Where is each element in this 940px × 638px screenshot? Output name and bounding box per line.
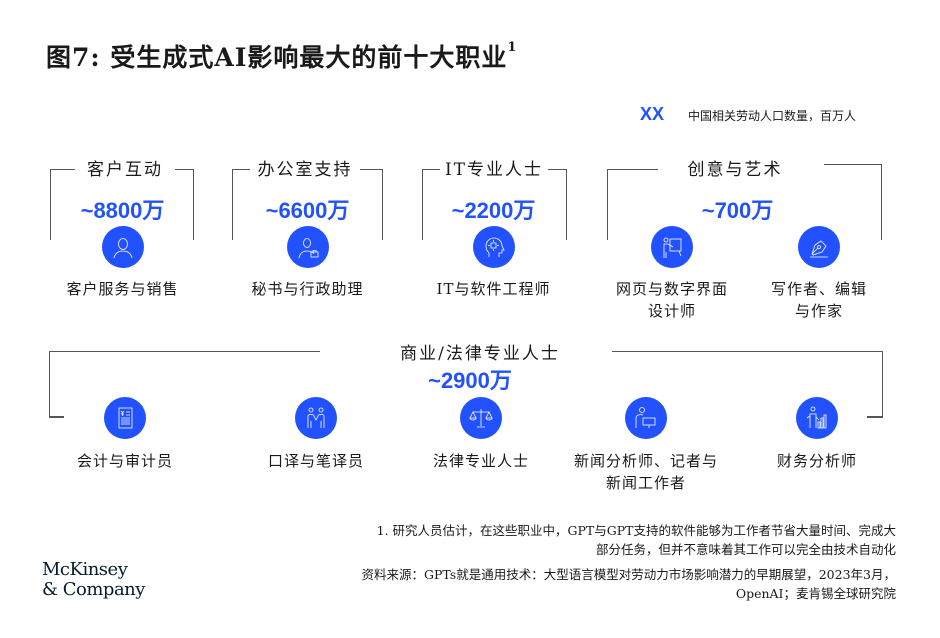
- group-value: ~6600万: [265, 198, 350, 223]
- job-label: 写作者、编辑与作家: [770, 280, 867, 320]
- job-label: 会计与审计员: [76, 452, 173, 470]
- two-people-icon: [295, 397, 337, 439]
- yen-document-icon: [104, 397, 146, 439]
- page-title: 图7: 受生成式AI影响最大的前十大职业1: [46, 39, 518, 72]
- person-bar-chart-icon: [796, 397, 838, 439]
- legend-symbol: XX: [640, 104, 665, 124]
- job-label: 口译与笔译员: [267, 452, 364, 470]
- presenter-board-icon: [651, 226, 693, 268]
- head-chip-icon: [473, 226, 515, 268]
- bracket-line: [612, 351, 883, 418]
- group-value: ~8800万: [80, 198, 165, 223]
- group-title: 商业/法律专业人士: [375, 339, 585, 364]
- job-label: 法律专业人士: [432, 452, 529, 470]
- secretary-briefcase-icon: [287, 226, 329, 268]
- job-label: 秘书与行政助理: [251, 280, 364, 298]
- group-title: IT专业人士: [440, 155, 548, 180]
- group-value: ~2900万: [428, 368, 512, 393]
- legend-text: 中国相关劳动人口数量，百万人: [688, 109, 857, 123]
- source-note: 资料来源：GPTs就是通用技术：大型语言模型对劳动力市场影响潜力的早期展望，20…: [361, 567, 896, 601]
- customer-service-person-icon: [102, 226, 144, 268]
- bracket-line: [867, 416, 882, 418]
- person-monitor-icon: [625, 397, 667, 439]
- group-title: 客户互动: [75, 155, 175, 180]
- job-label: IT与软件工程师: [436, 280, 551, 298]
- group-value: ~2200万: [451, 198, 536, 223]
- job-label: 网页与数字界面设计师: [615, 280, 728, 320]
- group-title: 办公室支持: [250, 155, 360, 180]
- bracket-line: [607, 169, 658, 240]
- bracket-line: [49, 351, 320, 418]
- mckinsey-logo: McKinsey & Company: [42, 559, 145, 600]
- job-label: 客户服务与销售: [66, 280, 179, 298]
- job-label: 财务分析师: [776, 452, 857, 470]
- group-title: 创意与艺术: [670, 155, 800, 180]
- scales-icon: [460, 397, 502, 439]
- footnote-1: 1. 研究人员估计，在这些职业中，GPT与GPT支持的软件能够为工作者节省大量时…: [376, 523, 896, 557]
- pen-nib-icon: [798, 226, 840, 268]
- bracket-line: [824, 164, 882, 240]
- job-label: 新闻分析师、记者与新闻工作者: [573, 452, 718, 492]
- group-value: ~700万: [701, 198, 774, 223]
- bracket-line: [49, 416, 64, 418]
